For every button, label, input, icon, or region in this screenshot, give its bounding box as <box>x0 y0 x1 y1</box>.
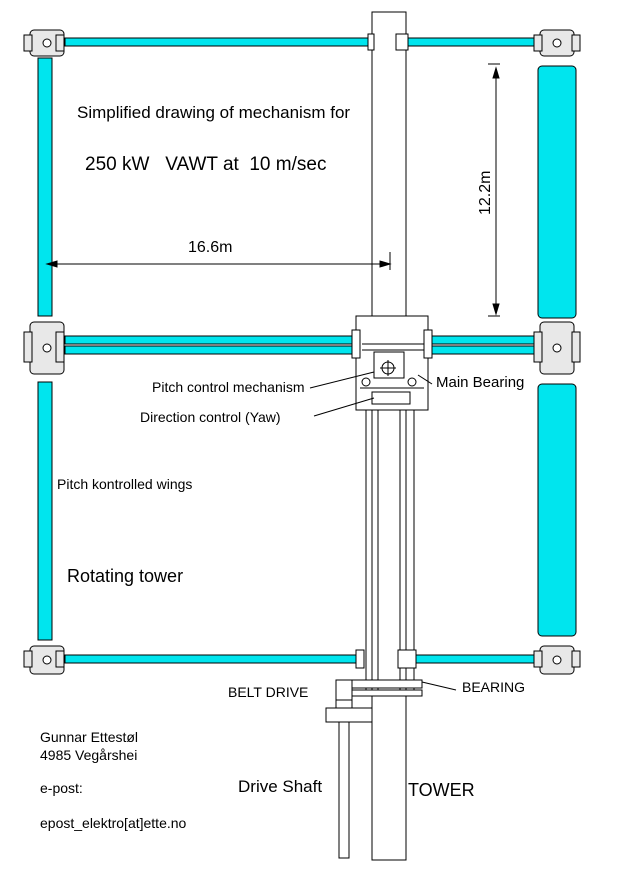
dim-vertical-label: 12.2m <box>477 171 494 215</box>
left-wings <box>37 57 53 641</box>
dimension-vertical <box>488 63 500 317</box>
rotating-tower-label: Rotating tower <box>67 566 183 586</box>
bearing-label: BEARING <box>462 679 525 695</box>
dimension-horizontal <box>45 252 392 270</box>
pitch-control-label: Pitch control mechanism <box>152 379 305 395</box>
leader-lines <box>309 371 457 691</box>
drive-shaft-label: Drive Shaft <box>238 777 322 796</box>
rotating-tower-lines <box>365 408 415 690</box>
joint-bolts <box>42 38 562 665</box>
title-line2: 250 kW VAWT at 10 m/sec <box>85 154 326 175</box>
main-bearing-label: Main Bearing <box>436 374 524 391</box>
email-label: e-post: <box>40 780 83 796</box>
tower-label: TOWER <box>408 780 475 800</box>
tower <box>371 11 407 861</box>
dim-horizontal-label: 16.6m <box>188 239 232 256</box>
belt-drive-label: BELT DRIVE <box>228 684 308 700</box>
title-line1: Simplified drawing of mechanism for <box>77 103 350 122</box>
direction-control-label: Direction control (Yaw) <box>140 409 281 425</box>
author-address: 4985 Vegårshei <box>40 747 137 763</box>
drive-shaft <box>338 721 350 859</box>
pitch-wings-label: Pitch kontrolled wings <box>57 476 192 492</box>
author-name: Gunnar Ettestøl <box>40 729 138 745</box>
belt-drive <box>325 679 423 723</box>
email-address: epost_elektro[at]ette.no <box>40 815 187 831</box>
central-mechanism <box>351 315 433 411</box>
arm-clamps <box>355 33 417 669</box>
right-wings <box>537 65 577 637</box>
